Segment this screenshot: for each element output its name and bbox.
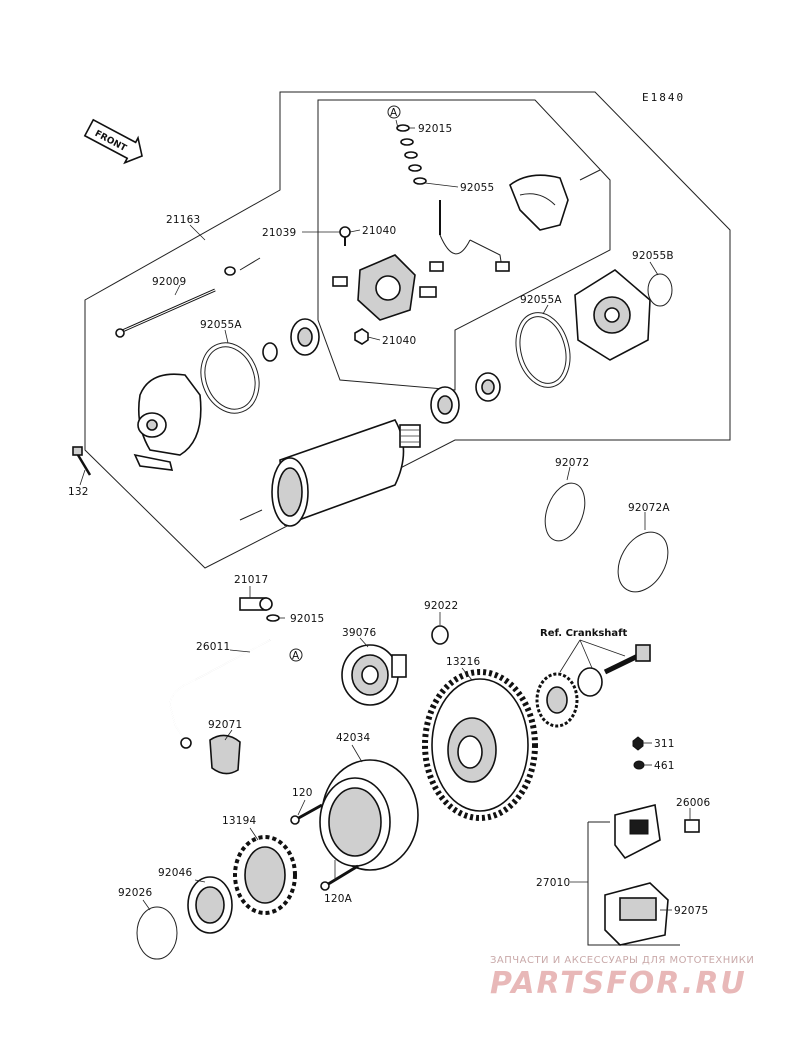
snap-ring-92072 — [544, 482, 586, 542]
callout-311: 311 — [654, 738, 675, 750]
crankshaft-bolt — [603, 644, 651, 675]
starter-relay-92075 — [604, 882, 669, 946]
callout-92075: 92075 — [674, 905, 708, 917]
arrow-top — [239, 257, 261, 271]
o-ring-left — [200, 342, 260, 414]
needle-bearing — [187, 876, 233, 934]
reference-label: Ref. Crankshaft — [540, 628, 628, 639]
one-way-clutch — [233, 835, 297, 915]
boot-cover — [209, 734, 241, 775]
callout-92055: 92055 — [460, 182, 494, 194]
relay-group-bracket — [587, 822, 680, 946]
starter-cable — [169, 639, 271, 749]
crankshaft-washer — [577, 667, 603, 697]
brush-holder-outline — [317, 99, 611, 391]
callout-92055b: 92055B — [632, 250, 674, 262]
terminal-21017 — [239, 597, 273, 611]
callout-42034: 42034 — [336, 732, 371, 744]
callout-92046: 92046 — [158, 867, 193, 879]
bolt-washer — [224, 266, 236, 276]
watermark-logo: PARTSFOR.RU — [490, 966, 747, 1001]
svg-text:A: A — [292, 650, 300, 662]
marker-a-top: A — [387, 105, 401, 119]
callout-21040-upper: 21040 — [362, 225, 396, 237]
callout-132: 132 — [68, 486, 89, 498]
callout-92072a: 92072A — [628, 502, 670, 514]
callout-92071: 92071 — [208, 719, 242, 731]
nut-311 — [632, 736, 644, 751]
callout-120a: 120A — [324, 893, 353, 905]
marker-a-bottom: A — [289, 648, 303, 662]
idler-gear — [341, 644, 407, 706]
front-cover — [133, 373, 202, 471]
washer-92022 — [431, 625, 449, 645]
callout-21163: 21163 — [166, 214, 200, 226]
screw-132 — [72, 446, 92, 476]
o-ring-92055b — [647, 273, 673, 307]
crankshaft-sprocket — [535, 672, 579, 728]
rotor-42034 — [319, 759, 419, 871]
shim-washer — [262, 342, 278, 362]
callout-92015-bottom: 92015 — [290, 613, 324, 625]
bolt-120a — [320, 864, 359, 891]
callout-21040-lower: 21040 — [382, 335, 416, 347]
screw-21040-upper — [339, 226, 351, 246]
callout-39076: 39076 — [342, 627, 377, 639]
callout-120: 120 — [292, 787, 313, 799]
washer-461 — [633, 760, 645, 770]
callout-92055a-right: 92055A — [520, 294, 562, 306]
nut-21040-lower — [354, 328, 369, 345]
end-cover — [574, 269, 651, 361]
ring-gear-13216 — [422, 669, 538, 821]
arrow-right — [579, 169, 601, 181]
leader-lines — [79, 119, 691, 911]
callout-21039: 21039 — [262, 227, 296, 239]
callout-26011: 26011 — [196, 641, 230, 653]
relay-holder-26006 — [614, 804, 700, 860]
callout-27010: 27010 — [536, 877, 570, 889]
bolt-120 — [290, 803, 323, 825]
callout-461: 461 — [654, 760, 675, 772]
callout-13216: 13216 — [446, 656, 481, 668]
front-arrow: FRONT — [83, 118, 143, 165]
through-bolt — [115, 288, 216, 338]
callout-92055a-left: 92055A — [200, 319, 242, 331]
callout-13194: 13194 — [222, 815, 257, 827]
callout-92026: 92026 — [118, 887, 153, 899]
callout-92009: 92009 — [152, 276, 186, 288]
callout-26006: 26006 — [676, 797, 711, 809]
callout-92072: 92072 — [555, 457, 589, 469]
brush-plate — [332, 254, 437, 321]
arrow-left — [239, 509, 263, 521]
callout-92015-top: 92015 — [418, 123, 452, 135]
brush-holder — [429, 200, 510, 272]
brush-cover — [509, 174, 569, 231]
callout-21017: 21017 — [234, 574, 268, 586]
spring-stack — [396, 124, 427, 185]
washer-92026 — [136, 906, 178, 960]
armature-yoke — [271, 419, 421, 527]
svg-text:A: A — [390, 107, 398, 119]
watermark-tagline: ЗАПЧАСТИ И АКСЕССУАРЫ ДЛЯ МОТОТЕХНИКИ — [490, 955, 754, 966]
diagram-code: E1840 — [642, 91, 685, 104]
o-ring-92015-lower — [266, 614, 280, 622]
snap-ring-92072a — [617, 531, 669, 593]
bearing-left — [290, 318, 320, 356]
bearing-center — [430, 372, 501, 424]
callout-92022: 92022 — [424, 600, 458, 612]
o-ring-right — [515, 312, 571, 388]
